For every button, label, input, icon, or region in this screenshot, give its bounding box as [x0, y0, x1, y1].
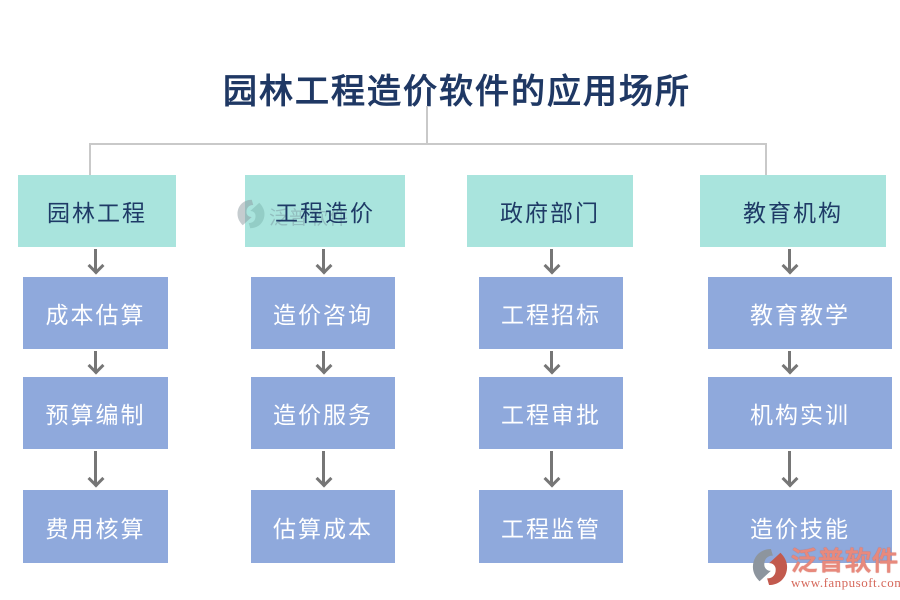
flow-node-project-approval: 工程审批 — [479, 377, 623, 449]
header-box-government-department: 政府部门 — [467, 175, 633, 247]
header-label: 园林工程 — [47, 201, 147, 226]
arrow-down-icon — [86, 351, 104, 376]
flow-node-cost-consulting: 造价咨询 — [251, 277, 395, 349]
connector-drop-right — [765, 143, 767, 176]
header-box-garden-engineering: 园林工程 — [18, 175, 176, 247]
node-label: 工程招标 — [501, 303, 601, 328]
node-label: 教育教学 — [750, 303, 850, 328]
node-label: 造价技能 — [750, 516, 850, 542]
header-box-education-institution: 教育机构 — [700, 175, 886, 247]
arrow-down-icon — [86, 451, 104, 489]
watermark-brand-block: 泛普软件 www.fanpusoft.com — [751, 548, 900, 591]
node-label: 机构实训 — [750, 403, 850, 428]
header-label: 工程造价 — [275, 201, 375, 226]
connector-trunk — [426, 106, 428, 144]
flow-node-project-supervision: 工程监管 — [479, 490, 623, 563]
node-label: 造价服务 — [273, 403, 373, 428]
flow-node-cost-estimation: 成本估算 — [23, 277, 168, 349]
arrow-down-icon — [780, 451, 798, 489]
arrow-down-icon — [542, 249, 560, 276]
fanpu-logo-icon — [236, 199, 266, 234]
header-box-engineering-cost: 工程造价 — [245, 175, 405, 247]
flow-node-budget-preparation: 预算编制 — [23, 377, 168, 449]
arrow-down-icon — [314, 451, 332, 489]
node-label: 预算编制 — [45, 403, 146, 428]
node-label: 造价咨询 — [273, 303, 373, 328]
node-label: 成本估算 — [45, 303, 146, 328]
arrow-down-icon — [86, 249, 104, 276]
watermark-faint: 泛普软件 — [236, 199, 349, 234]
flow-node-cost-service: 造价服务 — [251, 377, 395, 449]
arrow-down-icon — [780, 249, 798, 276]
connector-drop-left — [89, 143, 91, 176]
header-label: 教育机构 — [743, 201, 843, 226]
arrow-down-icon — [780, 351, 798, 376]
arrow-down-icon — [542, 351, 560, 376]
node-label: 费用核算 — [45, 516, 146, 542]
watermark-url: www.fanpusoft.com — [791, 575, 900, 590]
node-label: 工程审批 — [501, 403, 601, 428]
flow-node-expense-accounting: 费用核算 — [23, 490, 168, 563]
flow-node-estimate-cost: 估算成本 — [251, 490, 395, 563]
watermark-brand-text: 泛普软件 — [791, 547, 900, 576]
arrow-down-icon — [314, 351, 332, 376]
arrow-down-icon — [542, 451, 560, 489]
connector-horizontal — [89, 143, 767, 145]
arrow-down-icon — [314, 249, 332, 276]
flow-node-cost-skills: 造价技能 — [708, 490, 892, 563]
watermark-brand-faint: 泛普软件 — [269, 208, 350, 229]
node-label: 工程监管 — [501, 516, 601, 542]
flow-node-institution-training: 机构实训 — [708, 377, 892, 449]
page-title: 园林工程造价软件的应用场所 — [223, 74, 691, 111]
node-label: 估算成本 — [273, 516, 373, 542]
header-label: 政府部门 — [500, 201, 600, 226]
flow-node-project-bidding: 工程招标 — [479, 277, 623, 349]
flow-node-education-teaching: 教育教学 — [708, 277, 892, 349]
fanpu-logo-icon — [751, 548, 789, 591]
